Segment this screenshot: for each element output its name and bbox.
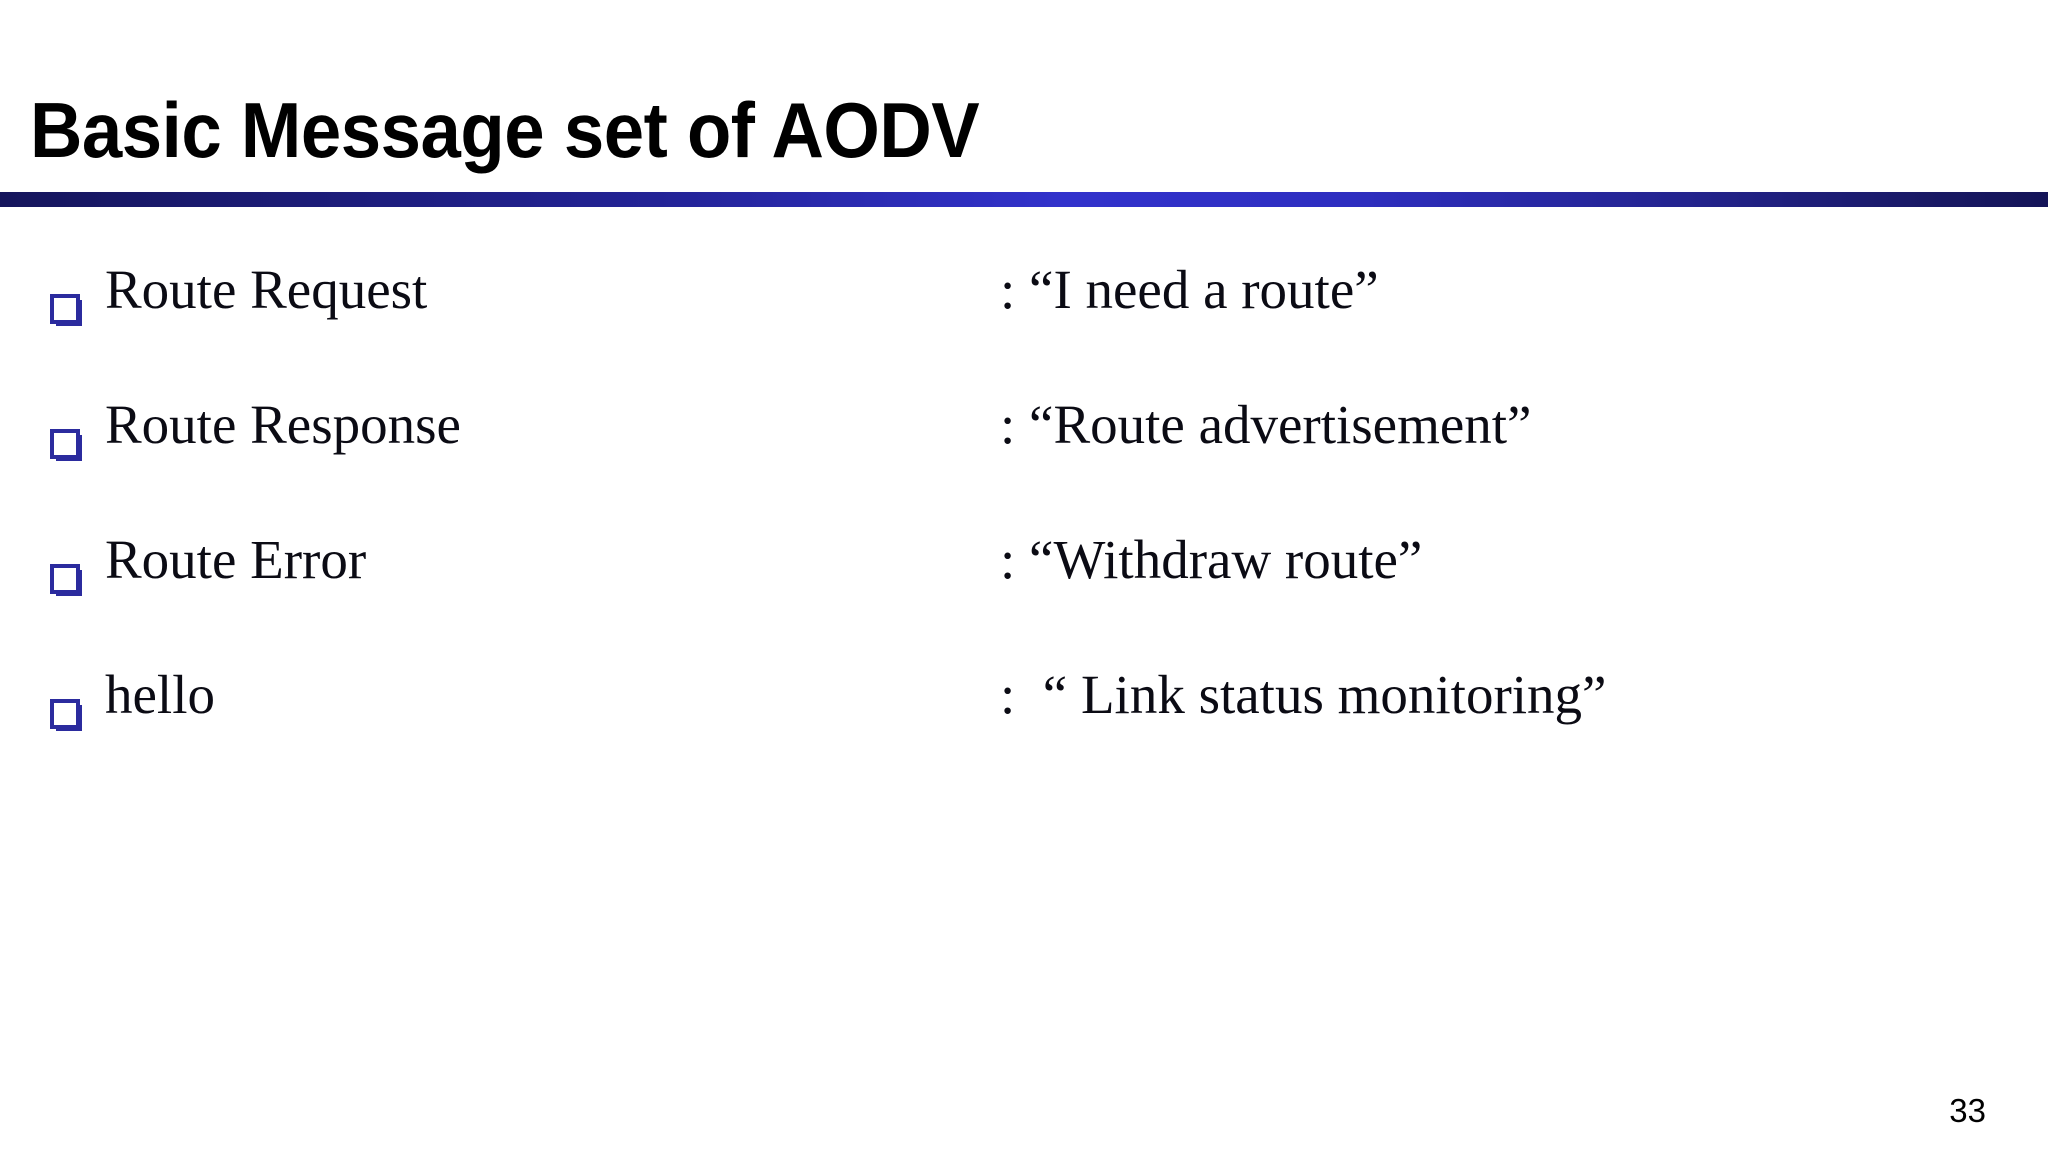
bullet-definition: : “Route advertisement” (1000, 394, 1532, 455)
bullet-term: Route Response (105, 394, 461, 455)
bullet-definition: : “Withdraw route” (1000, 529, 1423, 590)
bullet-definition: : “I need a route” (1000, 259, 1379, 320)
hollow-square-bullet-icon (50, 699, 82, 731)
bullet-definition: : “ Link status monitoring” (1000, 664, 1607, 725)
bullet-term: hello (105, 664, 215, 725)
list-item: Route Error : “Withdraw route” (0, 532, 2048, 667)
hollow-square-bullet-icon (50, 564, 82, 596)
bullet-face (50, 699, 80, 729)
bullet-face (50, 429, 80, 459)
title-divider (0, 192, 2048, 207)
bullet-term: Route Request (105, 259, 428, 320)
page-title: Basic Message set of AODV (30, 86, 980, 175)
list-item: Route Response : “Route advertisement” (0, 397, 2048, 532)
hollow-square-bullet-icon (50, 429, 82, 461)
list-item: hello : “ Link status monitoring” (0, 667, 2048, 802)
bullet-list: Route Request : “I need a route” Route R… (0, 262, 2048, 802)
bullet-face (50, 294, 80, 324)
list-item: Route Request : “I need a route” (0, 262, 2048, 397)
page-number: 33 (1949, 1092, 1986, 1129)
hollow-square-bullet-icon (50, 294, 82, 326)
bullet-face (50, 564, 80, 594)
bullet-term: Route Error (105, 529, 367, 590)
